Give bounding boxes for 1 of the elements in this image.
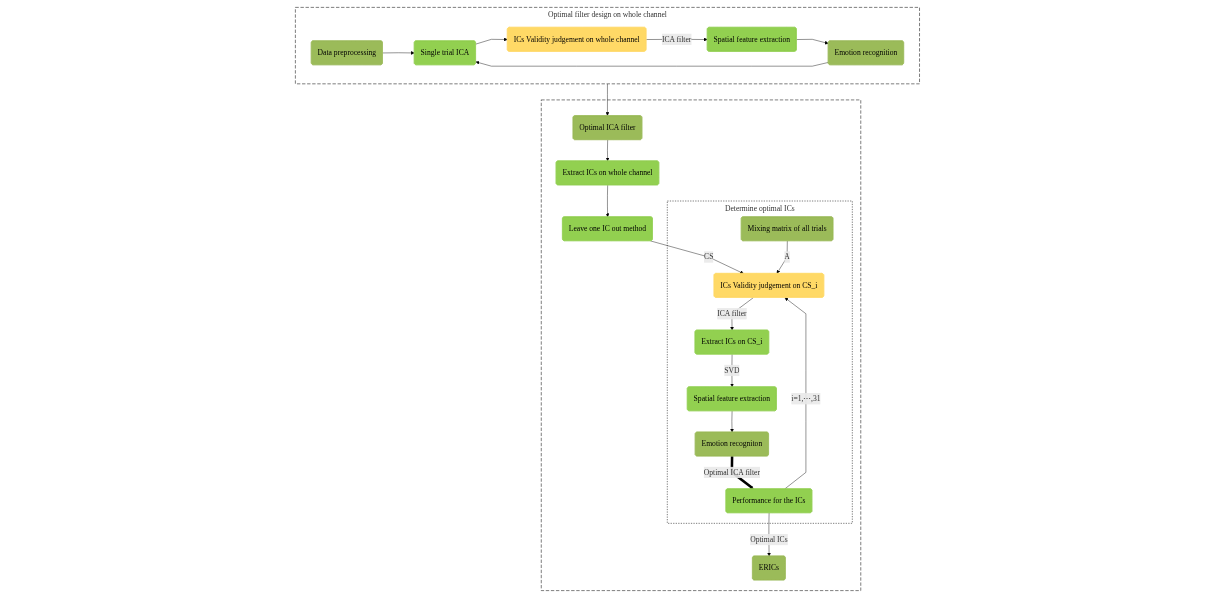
cluster [540, 99, 861, 591]
